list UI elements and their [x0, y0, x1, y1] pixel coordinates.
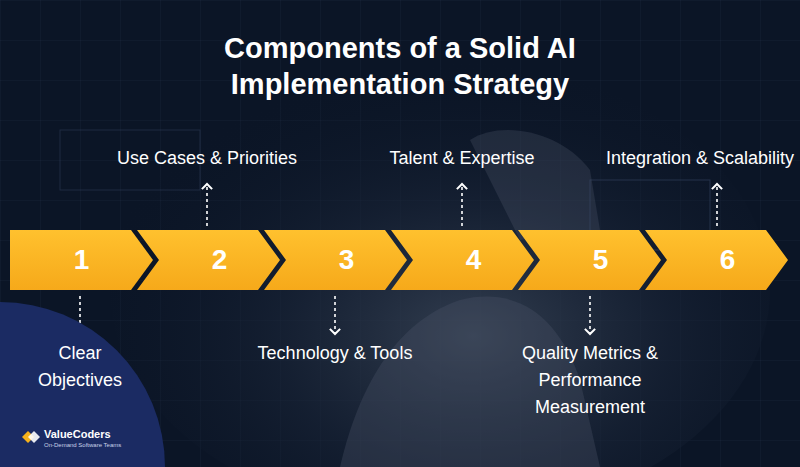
- step-label: Technology & Tools: [258, 340, 413, 367]
- chevron-shape: [264, 230, 407, 290]
- chevron-shape: [391, 230, 534, 290]
- logo-tagline: On-Demand Software Teams: [44, 441, 121, 449]
- step-label: Use Cases & Priorities: [117, 145, 297, 172]
- chevron-shape: [137, 230, 280, 290]
- leader-lines: [80, 184, 717, 334]
- step-label: Talent & Expertise: [389, 145, 534, 172]
- logo-text: ValueCoders: [44, 428, 111, 441]
- chevron-shape: [645, 230, 788, 290]
- step-number: 6: [645, 244, 800, 276]
- step-number: 5: [518, 244, 683, 276]
- step-number: 1: [10, 244, 153, 276]
- chevron-shape: [518, 230, 661, 290]
- logo-corner: [0, 302, 165, 467]
- chevron-step: 2Use Cases & Priorities: [137, 230, 280, 290]
- step-label: Clear Objectives: [25, 340, 135, 394]
- diagram-title: Components of a Solid AI Implementation …: [120, 30, 680, 102]
- chevron-step: 1Clear Objectives: [10, 230, 153, 290]
- step-number: 3: [264, 244, 429, 276]
- logo-icon: [22, 431, 40, 443]
- chevron-step: 4Talent & Expertise: [391, 230, 534, 290]
- chevron-step: 3Technology & Tools: [264, 230, 407, 290]
- step-label: Integration & Scalability: [606, 145, 794, 172]
- step-number: 2: [137, 244, 302, 276]
- step-number: 4: [391, 244, 556, 276]
- step-label: Quality Metrics & Performance Measuremen…: [498, 340, 683, 421]
- chevron-step: 5Quality Metrics & Performance Measureme…: [518, 230, 661, 290]
- chevron-step: 6Integration & Scalability: [645, 230, 788, 290]
